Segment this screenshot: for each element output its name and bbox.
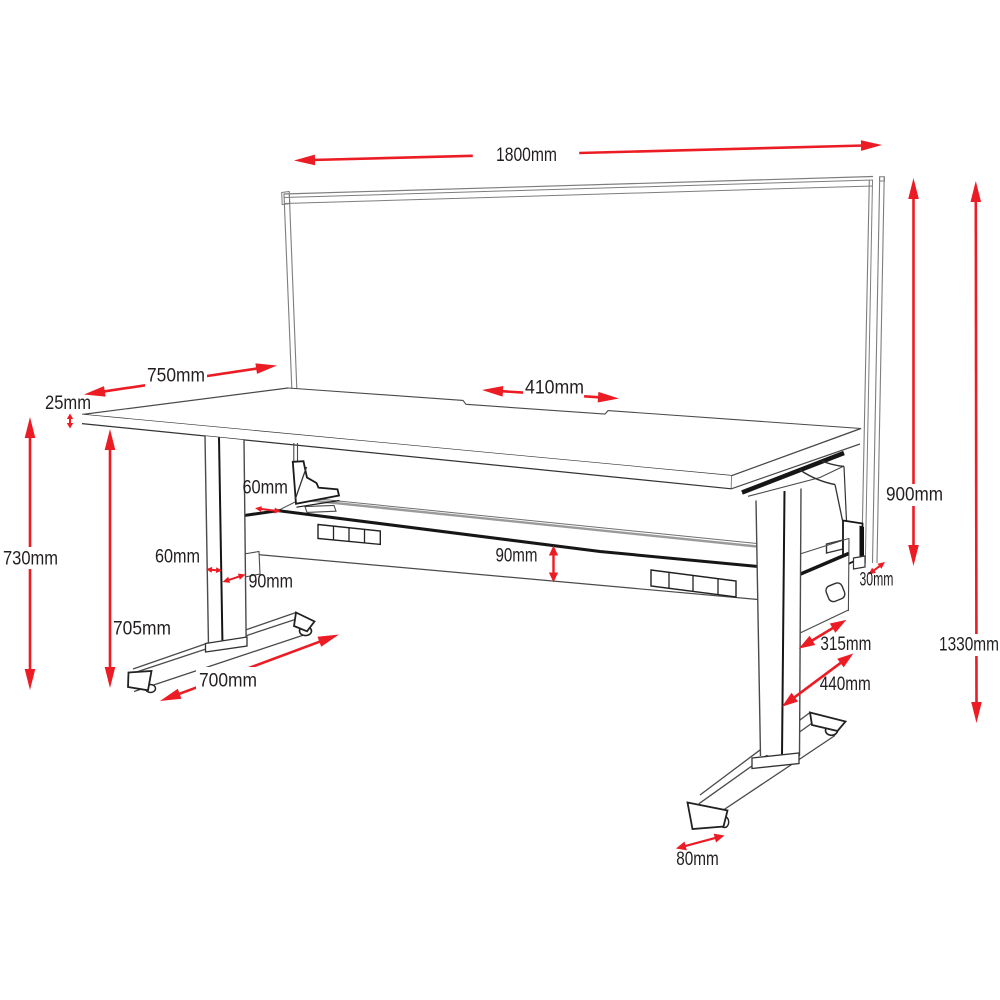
svg-text:30mm: 30mm	[860, 569, 894, 591]
svg-text:900mm: 900mm	[886, 484, 943, 506]
svg-text:60mm: 60mm	[242, 477, 288, 499]
svg-text:60mm: 60mm	[155, 546, 200, 568]
svg-text:410mm: 410mm	[525, 377, 584, 399]
svg-text:80mm: 80mm	[676, 848, 719, 870]
svg-text:750mm: 750mm	[147, 365, 205, 387]
svg-text:90mm: 90mm	[248, 571, 293, 593]
svg-text:90mm: 90mm	[496, 545, 538, 567]
svg-text:315mm: 315mm	[820, 633, 871, 655]
svg-text:1800mm: 1800mm	[496, 144, 557, 166]
svg-text:705mm: 705mm	[113, 618, 171, 640]
svg-text:1330mm: 1330mm	[939, 634, 999, 656]
svg-text:700mm: 700mm	[199, 670, 257, 692]
svg-text:25mm: 25mm	[45, 392, 91, 414]
svg-text:440mm: 440mm	[820, 673, 871, 695]
svg-text:730mm: 730mm	[3, 548, 58, 570]
